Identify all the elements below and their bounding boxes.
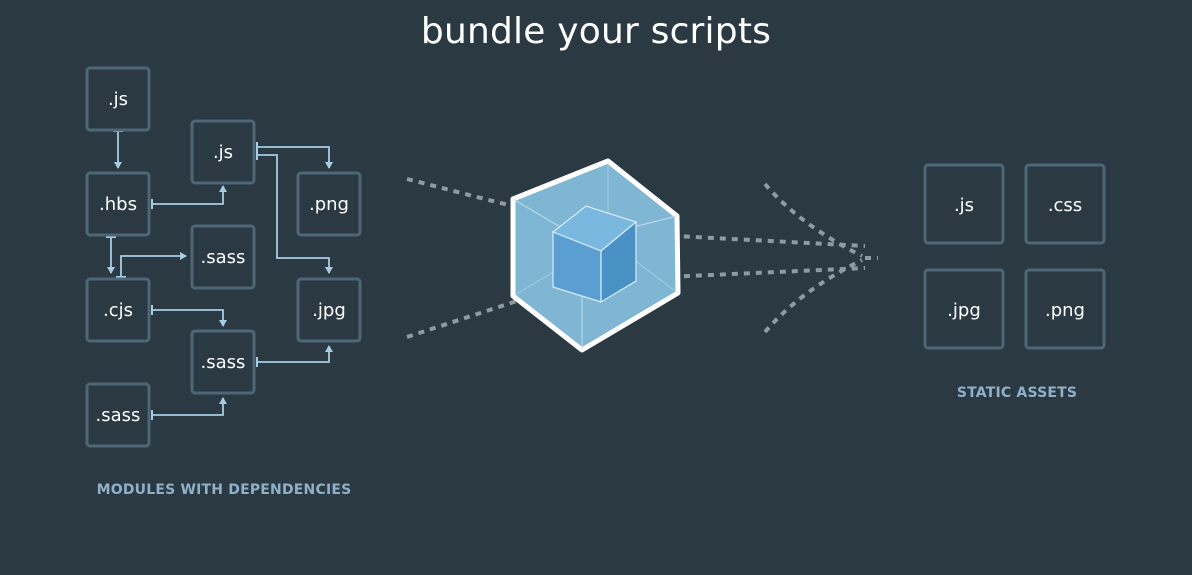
asset-box: .png — [1024, 268, 1106, 350]
module-label: .sass — [201, 352, 246, 373]
module-box: .sass — [85, 382, 151, 448]
module-label: .cjs — [103, 300, 133, 321]
module-box: .cjs — [85, 277, 151, 343]
module-box: .sass — [190, 224, 256, 290]
connector-hbs-to-js — [151, 185, 227, 209]
module-box: .sass — [190, 329, 256, 395]
module-box: .png — [296, 171, 362, 237]
connector-js-to-png — [256, 142, 333, 169]
output-flow-lines — [599, 182, 878, 334]
module-label: .hbs — [99, 194, 137, 215]
module-label: .jpg — [312, 300, 346, 321]
output-flow-curve — [763, 182, 863, 258]
asset-label: .js — [954, 195, 974, 216]
connector-js-to-jpg — [256, 150, 333, 274]
module-box: .jpg — [296, 277, 362, 343]
dependency-connectors — [106, 130, 333, 420]
asset-label: .css — [1048, 195, 1082, 216]
module-box: .js — [190, 119, 256, 185]
module-box: .js — [85, 66, 151, 132]
output-flow-line — [599, 230, 866, 248]
connector-sass-to-sass — [151, 397, 227, 420]
asset-box: .js — [923, 163, 1005, 245]
page-title: bundle your scripts — [420, 11, 772, 52]
input-flow-line — [406, 298, 521, 339]
connector-cjs-to-sass-2 — [151, 305, 227, 327]
webpack-cube-icon — [510, 158, 681, 353]
input-flow-line — [406, 177, 521, 210]
output-flow-curve — [763, 258, 863, 334]
module-label: .js — [213, 142, 233, 163]
connector-cjs-to-sass — [116, 252, 187, 278]
modules-caption: MODULES WITH DEPENDENCIES — [97, 482, 352, 498]
asset-label: .jpg — [947, 300, 981, 321]
module-label: .png — [309, 194, 349, 215]
module-label: .sass — [96, 405, 141, 426]
module-box: .hbs — [85, 171, 151, 237]
output-flow-line — [599, 266, 866, 282]
connector-sass-to-jpg — [256, 345, 333, 367]
asset-box: .css — [1024, 163, 1106, 245]
assets-caption: STATIC ASSETS — [957, 385, 1077, 401]
module-label: .sass — [201, 247, 246, 268]
module-label: .js — [108, 89, 128, 110]
modules-group: .js .js .hbs .png .sass .cjs — [85, 66, 362, 498]
asset-box: .jpg — [923, 268, 1005, 350]
asset-label: .png — [1045, 300, 1085, 321]
input-flow-lines — [406, 177, 521, 339]
assets-group: .js .css .jpg .png STATIC ASSETS — [923, 163, 1106, 401]
